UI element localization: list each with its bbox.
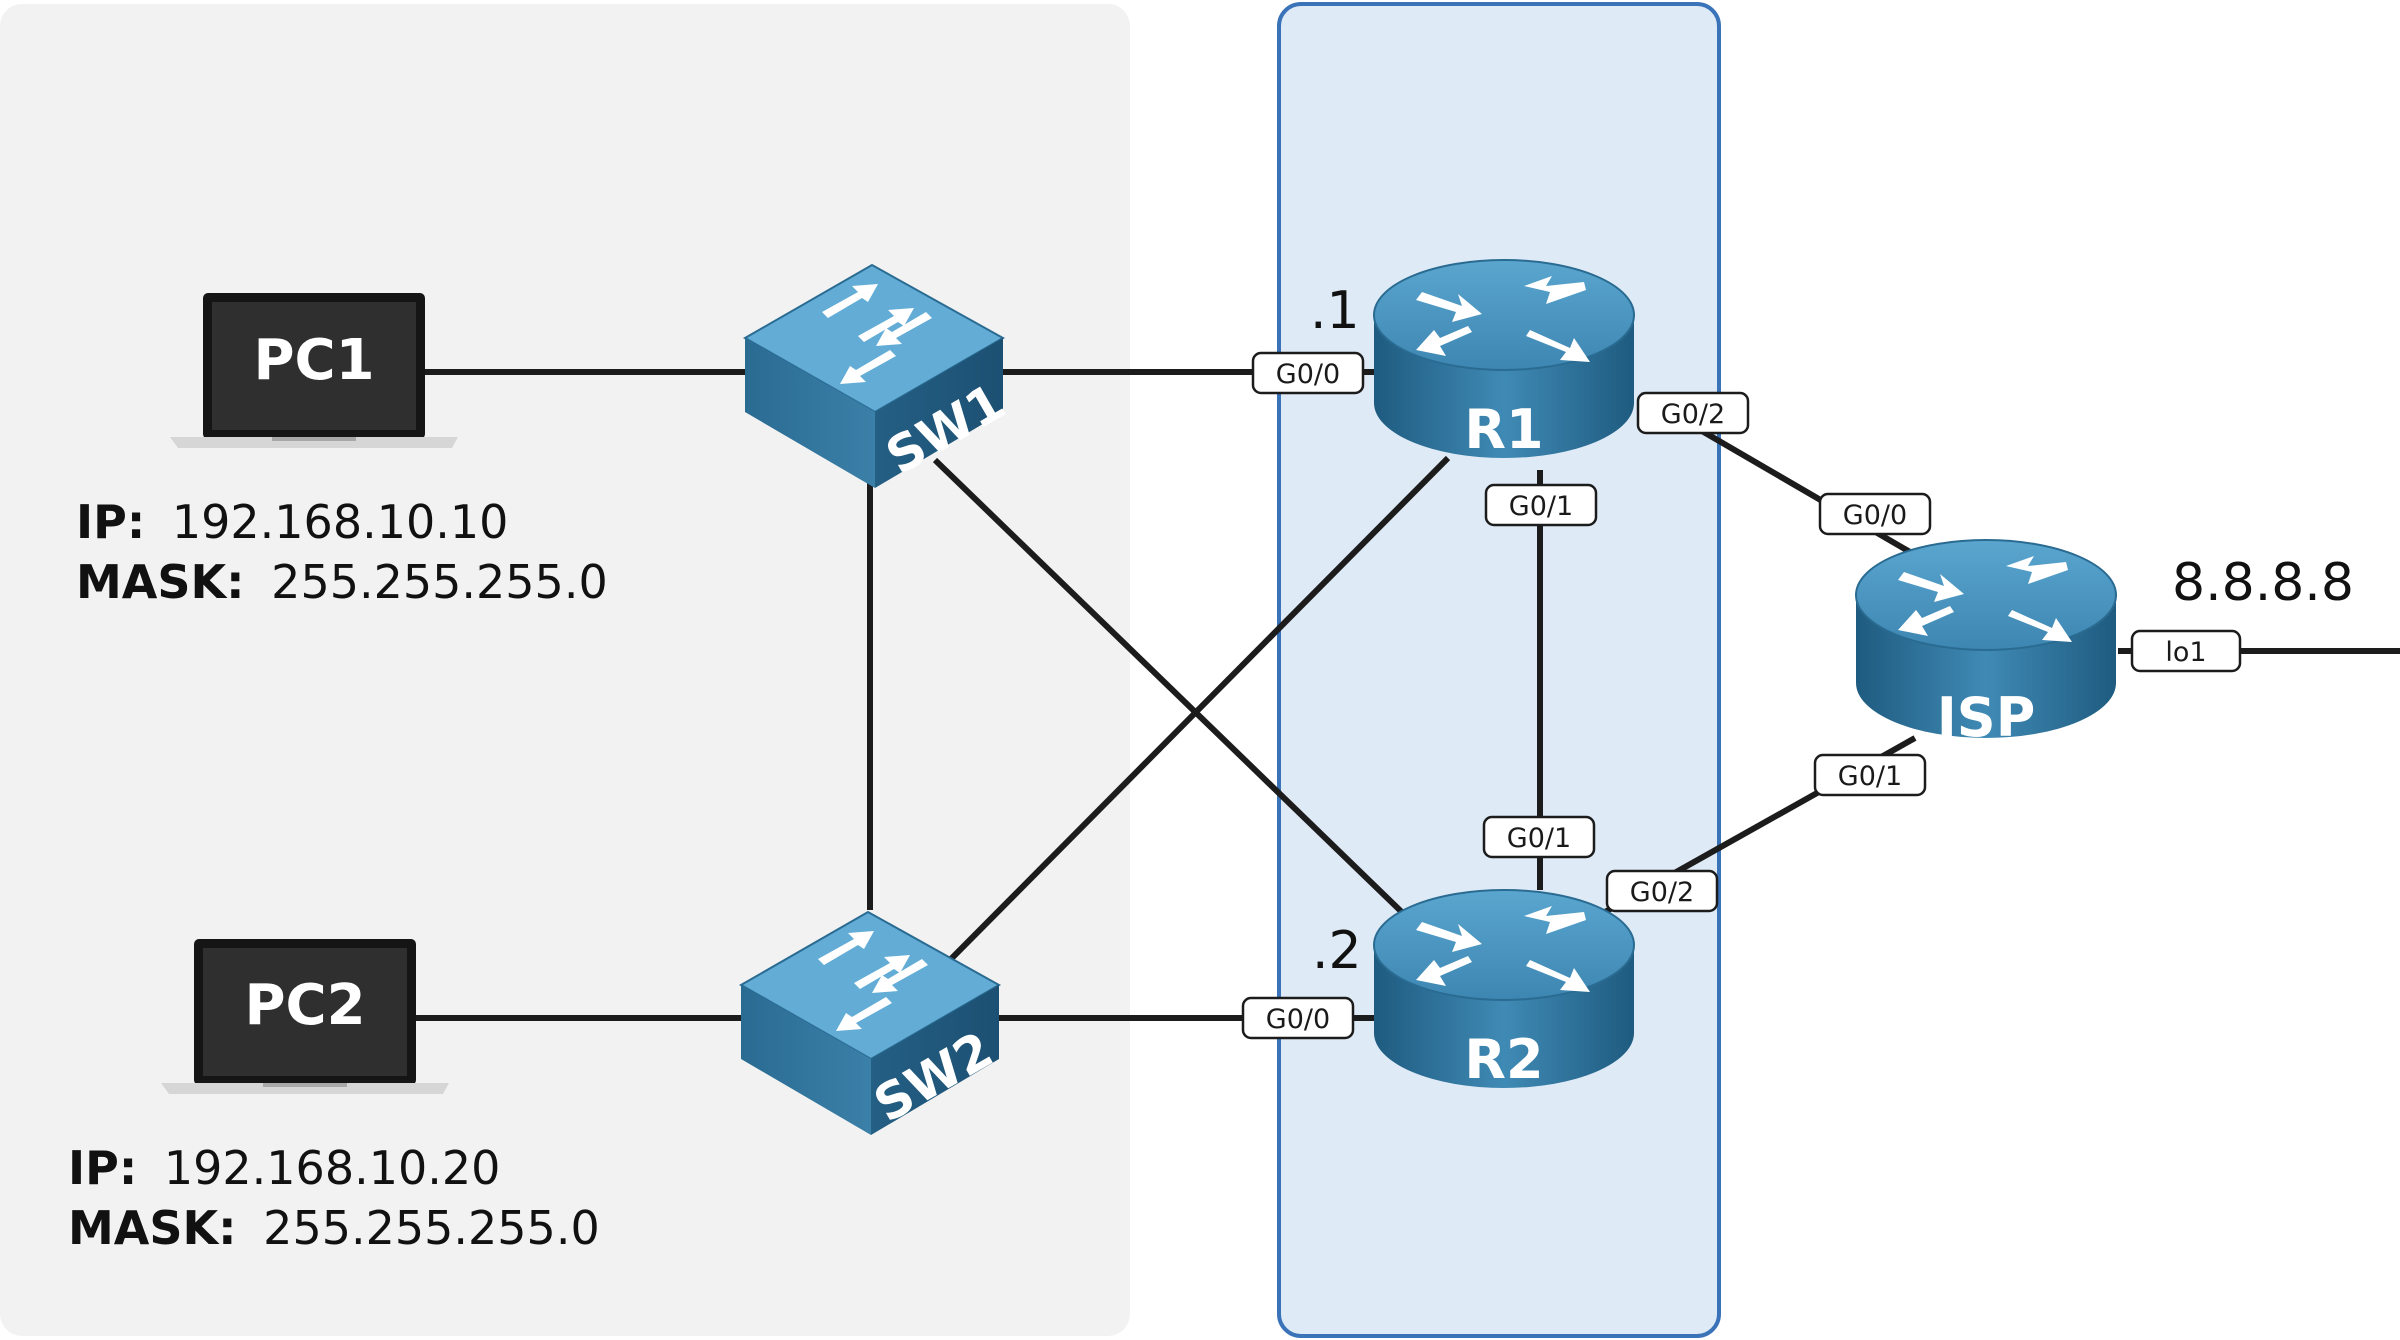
lan-zone: [0, 4, 1130, 1336]
interface-tag-isp-g0-1: G0/1: [1813, 753, 1927, 797]
pc2-laptop-icon[interactable]: PC2: [161, 939, 449, 1094]
r2-g0-1-label: G0/1: [1507, 823, 1571, 854]
interface-tag-r2-g0-1: G0/1: [1482, 815, 1596, 859]
r2-label: R2: [1464, 1028, 1543, 1091]
pc1-ip-value: 192.168.10.10: [172, 495, 509, 549]
r2-host-address: .2: [1312, 921, 1362, 981]
pc2-label: PC2: [244, 973, 365, 1038]
r1-g0-2-label: G0/2: [1661, 399, 1725, 430]
interface-tag-isp-lo1: lo1: [2130, 629, 2242, 673]
interface-tag-r2-g0-2: G0/2: [1605, 869, 1719, 913]
isp-label: ISP: [1937, 686, 2036, 749]
pc1-ip-key: IP:: [76, 495, 145, 549]
pc2-ip-value: 192.168.10.20: [164, 1141, 501, 1195]
interface-tag-r2-g0-0: G0/0: [1241, 996, 1355, 1040]
interface-tag-isp-g0-0: G0/0: [1818, 492, 1932, 536]
interface-tag-r1-g0-0: G0/0: [1251, 351, 1365, 395]
isp-g0-1-label: G0/1: [1838, 761, 1902, 792]
r2-g0-2-label: G0/2: [1630, 877, 1694, 908]
r2-router-icon[interactable]: R2: [1373, 889, 1635, 1091]
pc1-mask-line: MASK: 255.255.255.0: [76, 555, 608, 609]
pc2-ip-line: IP: 192.168.10.20: [68, 1141, 500, 1195]
pc1-label: PC1: [253, 328, 374, 393]
interface-tag-r1-g0-1: G0/1: [1484, 483, 1598, 527]
link-r1-sw2: [947, 455, 1451, 963]
pc2-mask-value: 255.255.255.0: [263, 1201, 600, 1255]
pc1-mask-key: MASK:: [76, 555, 245, 609]
r2-g0-0-label: G0/0: [1266, 1004, 1330, 1035]
isp-router-icon[interactable]: ISP: [1855, 539, 2117, 749]
pc2-mask-key: MASK:: [68, 1201, 237, 1255]
r1-host-address: .1: [1310, 281, 1360, 341]
isp-lo1-label: lo1: [2165, 637, 2206, 668]
r1-router-icon[interactable]: R1: [1373, 259, 1635, 461]
interface-tag-r1-g0-2: G0/2: [1636, 391, 1750, 435]
router-zone: [1277, 2, 1721, 1338]
pc1-mask-value: 255.255.255.0: [271, 555, 608, 609]
isp-g0-0-label: G0/0: [1843, 500, 1907, 531]
link-sw1-r2: [932, 457, 1413, 923]
r1-g0-0-label: G0/0: [1276, 359, 1340, 390]
r1-g0-1-label: G0/1: [1509, 491, 1573, 522]
internet-address: 8.8.8.8: [2172, 553, 2354, 613]
pc1-ip-line: IP: 192.168.10.10: [76, 495, 508, 549]
pc2-mask-line: MASK: 255.255.255.0: [68, 1201, 600, 1255]
pc2-ip-key: IP:: [68, 1141, 137, 1195]
pc1-laptop-icon[interactable]: PC1: [170, 293, 458, 448]
r1-label: R1: [1464, 398, 1543, 461]
